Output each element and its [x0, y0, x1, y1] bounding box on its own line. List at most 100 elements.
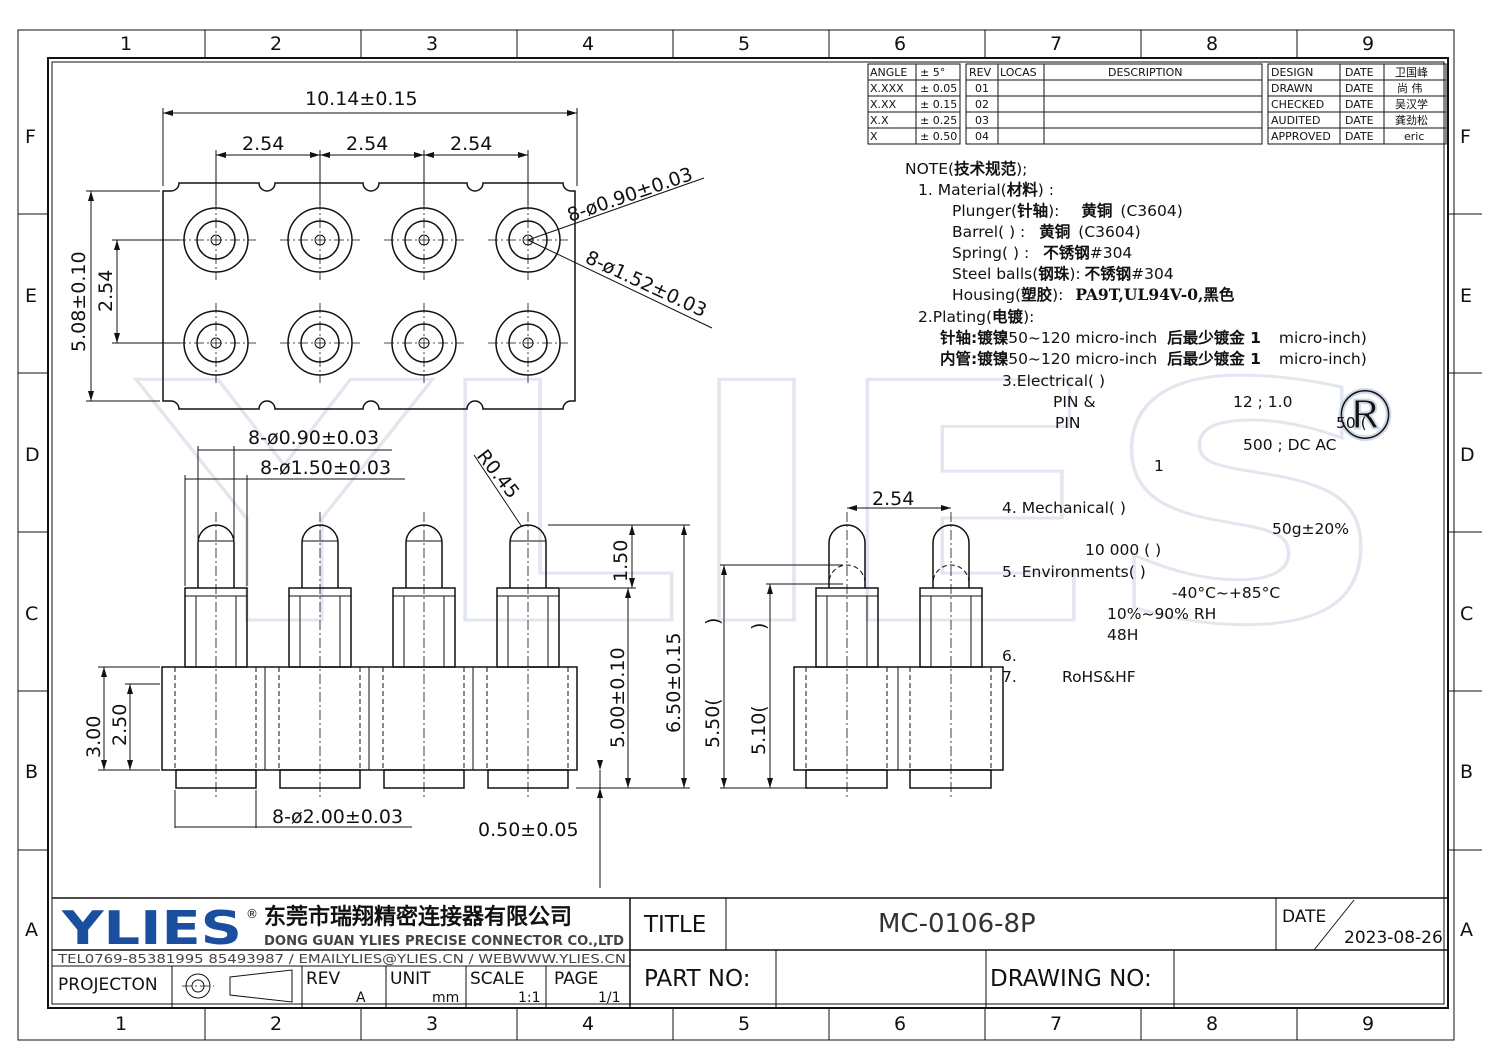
approval-date: DATE [1345, 130, 1374, 143]
scale-label: SCALE [470, 969, 525, 989]
tolerance-value: ± 0.15 [920, 98, 957, 111]
grid-labels-right: F E D C B A [1460, 126, 1475, 941]
grid-row-label: B [1460, 761, 1473, 783]
grid-col-label: 3 [426, 33, 438, 55]
approval-role: DRAWN [1271, 82, 1313, 95]
dim-plunger-length: 1.50 [610, 540, 632, 582]
grid-col-label: 8 [1206, 1013, 1218, 1035]
approval-role: AUDITED [1271, 114, 1320, 127]
svg-text:PIN &: PIN & [1053, 393, 1096, 411]
svg-text:48H: 48H [1107, 626, 1138, 644]
watermark-text: YLIES [134, 314, 1390, 698]
dim-stroke-b-close: ) [748, 623, 770, 630]
page-value: 1/1 [598, 990, 621, 1006]
grid-row-label: B [25, 761, 38, 783]
company-name-en: DONG GUAN YLIES PRECISE CONNECTOR CO.,LT… [264, 934, 624, 949]
grid-row-label: F [1460, 126, 1471, 148]
grid-row-label: D [1460, 444, 1475, 466]
approval-name: 尚 伟 [1397, 81, 1423, 95]
note-mechanical: 4. Mechanical( ) [1002, 499, 1126, 517]
grid-col-label: 3 [426, 1013, 438, 1035]
svg-text:1. Material(材料) :: 1. Material(材料) : [918, 180, 1054, 199]
sheet-frame [17, 29, 1455, 1041]
grid-col-label: 4 [582, 1013, 594, 1035]
title-label: TITLE [643, 912, 706, 938]
svg-text:12 ; 1.0: 12 ; 1.0 [1233, 393, 1292, 411]
grid-col-label: 5 [738, 1013, 750, 1035]
grid-col-label: 9 [1362, 33, 1374, 55]
title-value: MC-0106-8P [878, 909, 1036, 939]
revision-header: LOCAS [1000, 66, 1037, 79]
dim-hole-outer: 8-ø1.52±0.03 [582, 247, 710, 322]
revision-number: 02 [975, 98, 989, 111]
tolerance-value: ± 0.05 [920, 82, 957, 95]
drawing-no-label: DRAWING NO: [990, 966, 1152, 992]
approval-name: 吴汉学 [1395, 97, 1428, 111]
revision-table: REV LOCAS DESCRIPTION 01 02 03 04 [965, 63, 1263, 145]
svg-text:10 000 ( ): 10 000 ( ) [1085, 541, 1161, 559]
dim-housing-height-2: 2.50 [109, 704, 131, 746]
revision-header: DESCRIPTION [1108, 66, 1182, 79]
revision-header: REV [969, 66, 992, 79]
svg-text:50g±20%: 50g±20% [1272, 520, 1349, 538]
tolerance-key: X.XXX [870, 82, 904, 95]
grid-col-label: 6 [894, 33, 906, 55]
grid-col-label: 9 [1362, 1013, 1374, 1035]
page-label: PAGE [554, 969, 598, 989]
grid-col-label: 7 [1050, 33, 1062, 55]
approval-date: DATE [1345, 82, 1374, 95]
svg-text:NOTE(技术规范);: NOTE(技术规范); [905, 159, 1027, 178]
ylies-logo: YLIES ® [61, 901, 258, 955]
grid-col-label: 1 [120, 33, 132, 55]
dim-overall-height: 5.08±0.10 [68, 251, 90, 352]
grid-row-label: C [25, 603, 38, 625]
company-name-cn: 东莞市瑞翔精密连接器有限公司 [264, 904, 572, 930]
svg-text:50 (: 50 ( [1336, 414, 1367, 432]
approval-name: eric [1404, 130, 1424, 143]
svg-text:Steel balls(钢珠):不锈钢#304: Steel balls(钢珠):不锈钢#304 [952, 264, 1174, 283]
svg-text:6.: 6. [1002, 647, 1017, 665]
dim-pitch: 2.54 [242, 133, 284, 155]
grid-row-label: D [25, 444, 40, 466]
approval-role: APPROVED [1271, 130, 1331, 143]
grid-col-label: 1 [115, 1013, 127, 1035]
unit-value: mm [432, 990, 459, 1006]
tolerance-key: ANGLE [870, 66, 907, 79]
tolerance-key: X [870, 130, 878, 143]
grid-row-label: A [1460, 919, 1473, 941]
scale-value: 1:1 [518, 990, 541, 1006]
revision-number: 04 [975, 130, 989, 143]
approval-date: DATE [1345, 66, 1374, 79]
watermark-registered-mark: ® [1330, 375, 1400, 457]
dim-tail-length: 0.50±0.05 [478, 819, 579, 841]
svg-text:7.: 7. [1002, 668, 1017, 686]
dim-side-pitch: 2.54 [872, 488, 914, 510]
company-contact: TEL0769-85381995 85493987 / EMAILYLIES@Y… [57, 951, 626, 966]
logo-registered-mark: ® [246, 907, 258, 921]
dim-hole-inner: 8-ø0.90±0.03 [564, 163, 695, 226]
grid-col-label: 7 [1050, 1013, 1062, 1035]
svg-text:PIN: PIN [1055, 414, 1081, 432]
part-no-label: PART NO: [644, 966, 750, 992]
title-block: YLIES ® 东莞市瑞翔精密连接器有限公司 DONG GUAN YLIES P… [52, 897, 1448, 1008]
dim-pitch: 2.54 [450, 133, 492, 155]
dim-stroke-a-close: ) [702, 618, 724, 625]
svg-text:Housing(塑胶):PA9T,UL94V-0,黑色: Housing(塑胶):PA9T,UL94V-0,黑色 [952, 285, 1235, 304]
note-electrical: 3.Electrical( ) [1002, 372, 1105, 390]
grid-labels-bottom: 1 2 3 4 5 6 7 8 9 [115, 1013, 1374, 1035]
svg-text:Barrel( ) :黄铜(C3604): Barrel( ) :黄铜(C3604) [952, 222, 1141, 241]
grid-col-label: 4 [582, 33, 594, 55]
approval-role: CHECKED [1271, 98, 1324, 111]
revision-number: 01 [975, 82, 989, 95]
projection-label: PROJECTON [58, 975, 158, 995]
rev-value: A [356, 990, 366, 1006]
ylies-watermark: YLIES ® [132, 313, 1401, 700]
side-view: 2.54 5.50( ) 5.10( ) [702, 488, 1004, 800]
tolerance-value: ± 0.25 [920, 114, 957, 127]
dim-stroke-b: 5.10( [748, 705, 770, 755]
grid-col-label: 8 [1206, 33, 1218, 55]
svg-text:Spring( ) :不锈钢#304: Spring( ) :不锈钢#304 [952, 243, 1132, 262]
dim-pitch: 2.54 [346, 133, 388, 155]
